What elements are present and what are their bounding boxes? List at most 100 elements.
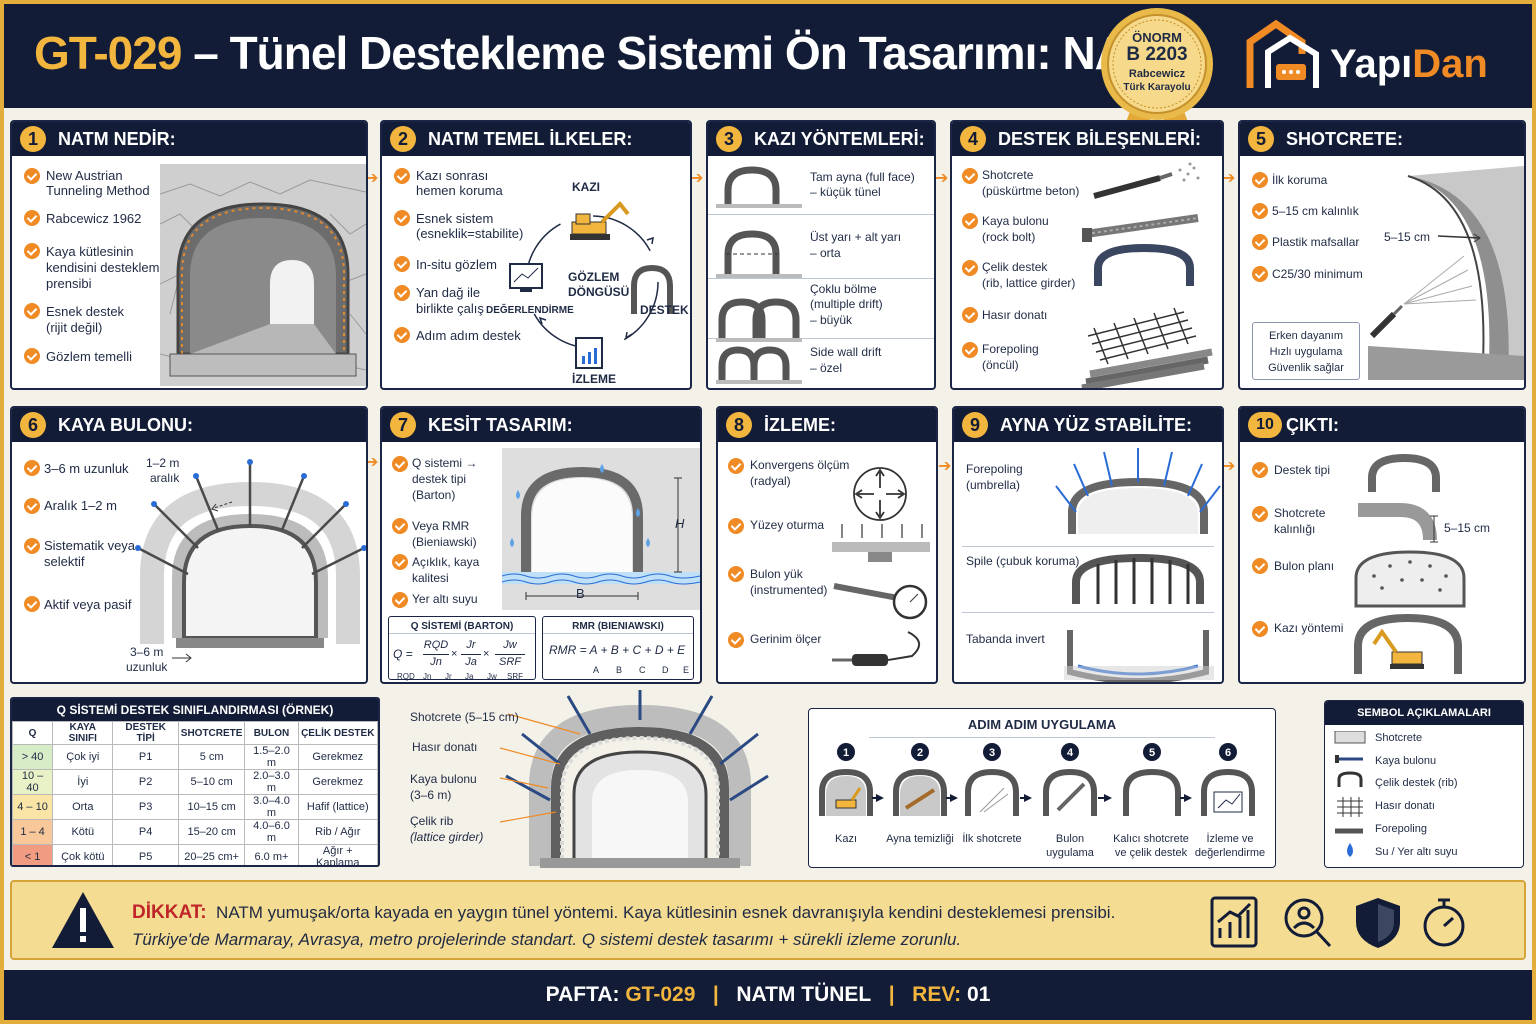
settlement-icon — [832, 524, 930, 562]
formula-title: RMR (BIENIAWSKI) — [572, 621, 664, 632]
page-title: GT-029 – Tünel Destekleme Sistemi Ön Tas… — [34, 26, 1189, 80]
sheet-code: GT-029 — [34, 27, 182, 79]
table-cell: P3 — [112, 794, 179, 820]
formula-text: × — [483, 648, 490, 660]
check-icon — [24, 348, 40, 364]
step-drill-icon — [904, 788, 936, 810]
section-leader-lines — [500, 713, 581, 823]
bullet-text: Sistematik veya — [44, 538, 136, 553]
bolt-plan-icon — [1354, 550, 1466, 608]
warning-line-2: Türkiye'de Marmaray, Avrasya, metro proj… — [132, 930, 962, 949]
formula-text: × — [451, 648, 458, 660]
logo-dan: Dan — [1412, 42, 1488, 86]
step-by-step-panel: ADIM ADIM UYGULAMA — [808, 708, 1276, 868]
method-text: (umbrella) — [966, 478, 1021, 492]
seal-line-1: ÖNORM — [1132, 30, 1182, 45]
onorm-seal-icon — [1101, 8, 1213, 140]
bullet-text: 5–15 cm kalınlık — [1272, 204, 1359, 218]
check-icon — [1252, 266, 1268, 282]
check-icon — [394, 285, 410, 301]
step-number: 5 — [1148, 747, 1156, 759]
warning-text: NATM yumuşak/orta kayada en yaygın tünel… — [216, 903, 1116, 922]
step-label: Bulon — [1055, 833, 1085, 845]
table-cell: 5–10 cm — [177, 769, 246, 795]
bullet-text: New Austrian — [46, 168, 123, 183]
formula-sub: SRF — [507, 672, 523, 681]
shotcrete-nozzle-icon — [1093, 162, 1200, 199]
symbol-legend: SEMBOL AÇIKLAMALARI Shotcrete Kaya bulon… — [1324, 700, 1524, 868]
table-cell: 5 cm — [177, 744, 246, 770]
table-cell: P1 — [112, 744, 179, 770]
table-cell: Orta — [52, 794, 114, 820]
bullet-text: Destek tipi — [1274, 463, 1331, 477]
table-title: Q SİSTEMİ DESTEK SINIFLANDIRMASI (ÖRNEK) — [12, 699, 378, 721]
bullet-text: Bulon yük — [750, 567, 803, 581]
panel-title: KESİT TASARIM: — [428, 415, 573, 435]
method-text: – küçük tünel — [810, 185, 881, 199]
convergence-gauge-icon — [853, 467, 907, 521]
forepoling-pipes-icon — [1081, 348, 1213, 388]
panel-number: 9 — [962, 412, 988, 438]
step-label: ve çelik destek — [1114, 847, 1188, 859]
panel-number: 2 — [390, 126, 416, 152]
footer-pafta-label: PAFTA: — [545, 983, 620, 1006]
formula-text: Jn — [423, 654, 449, 670]
table-cell: 10 – 40 — [12, 769, 54, 795]
legend-label: Forepoling — [1375, 823, 1427, 835]
panel-title: NATM NEDİR: — [58, 129, 176, 149]
check-icon — [24, 210, 40, 226]
step-label: değerlendirme — [1194, 847, 1266, 859]
bullet-text: Esnek destek — [46, 304, 125, 319]
check-icon — [1252, 558, 1268, 574]
check-icon — [24, 168, 40, 184]
table-cell: Çok kötü — [52, 844, 114, 865]
method-text: – orta — [810, 246, 841, 260]
thickness-dimension: 5–15 cm — [1384, 230, 1431, 244]
check-icon — [392, 456, 408, 472]
excavation-method-icons — [716, 166, 802, 384]
cycle-center-line2: DÖNGÜSÜ — [568, 285, 630, 299]
table-cell: > 40 — [12, 744, 54, 770]
check-icon — [392, 518, 408, 534]
face-stability-illustrations — [1055, 448, 1221, 682]
formula-title: Q SİSTEMİ (BARTON) — [410, 621, 514, 632]
bullet-text: (püskürtme beton) — [982, 184, 1080, 198]
table-cell: 6.0 m+ — [244, 844, 299, 865]
table-cell: Hafif (lattice) — [297, 794, 378, 820]
check-icon — [394, 327, 410, 343]
rock-bolt-pattern-illustration — [135, 459, 366, 663]
panel-number: 1 — [20, 126, 46, 152]
check-icon — [1252, 621, 1268, 637]
check-icon — [962, 307, 978, 323]
check-icon — [1252, 462, 1268, 478]
check-icon — [728, 632, 744, 648]
method-text: Forepoling — [966, 462, 1023, 476]
panel-title: İZLEME: — [764, 415, 836, 435]
table-cell: P5 — [112, 844, 179, 865]
stopwatch-icon — [1423, 898, 1465, 947]
bullet-text: Çelik destek — [982, 260, 1048, 274]
bullet-text: kalınlığı — [1274, 522, 1316, 536]
table-header-cell: KAYA SINIFI — [52, 721, 114, 745]
section-design-illustration — [502, 448, 700, 610]
nozzle-icon — [1369, 304, 1404, 339]
bullet-text: Kazı sonrası — [416, 168, 489, 183]
step-label: İzleme ve — [1206, 833, 1254, 845]
table-cell: Ağır + Kaplama — [297, 844, 378, 865]
table-cell: 4 – 10 — [12, 794, 54, 820]
width-dimension-label: B — [576, 586, 585, 601]
umbrella-forepoling-icon — [1055, 448, 1221, 534]
check-icon — [394, 210, 410, 226]
panel-title: SHOTCRETE: — [1286, 129, 1403, 149]
rmr-formula-box: RMR (BIENIAWSKI) RMR = A + B + C + D + E… — [542, 616, 694, 680]
bullet-text: (Bieniawski) — [412, 535, 477, 549]
